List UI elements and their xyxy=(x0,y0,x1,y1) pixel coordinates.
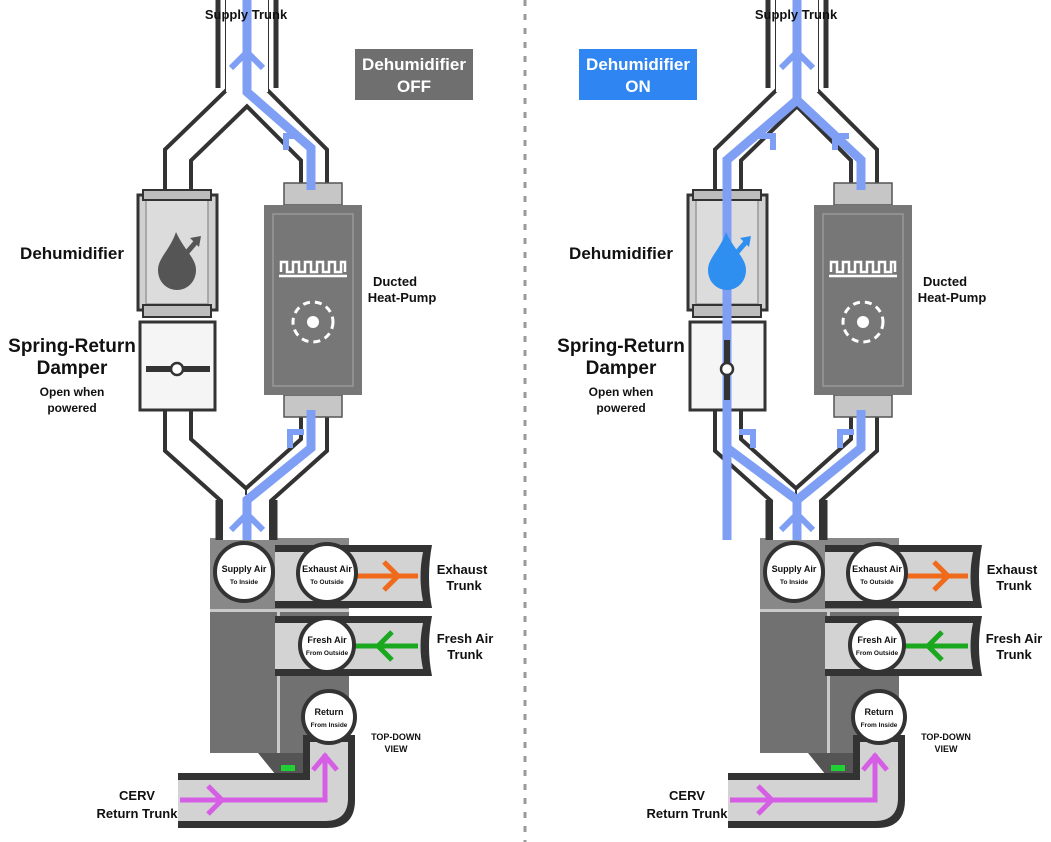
fresh-trunk-label-2: Trunk xyxy=(996,647,1032,662)
damper-note-2: powered xyxy=(47,401,96,415)
heatpump-label: Ducted xyxy=(923,274,967,289)
exhaust-air-port: Exhaust Air To Outside xyxy=(296,542,358,604)
cerv-label: CERV xyxy=(669,788,705,803)
damper-note: Open when xyxy=(40,385,105,399)
exhaust-air-port: Exhaust Air To Outside xyxy=(846,542,908,604)
fresh-trunk-label: Fresh Air xyxy=(986,631,1043,646)
exhaust-trunk-label-2: Trunk xyxy=(996,578,1032,593)
heatpump-label-2: Heat-Pump xyxy=(368,290,437,305)
status-badge-off: Dehumidifier OFF xyxy=(355,49,473,100)
return-airflow-arrow xyxy=(730,752,889,816)
fresh-air-port-label: Fresh Air xyxy=(307,635,347,645)
svg-text:ON: ON xyxy=(625,77,651,96)
exhaust-air-port-sublabel: To Outside xyxy=(860,579,894,586)
svg-text:Dehumidifier: Dehumidifier xyxy=(362,55,466,74)
fresh-air-port-sublabel: From Outside xyxy=(306,650,349,657)
exhaust-air-port-label: Exhaust Air xyxy=(302,564,352,574)
supply-trunk-label: Supply Trunk xyxy=(205,7,288,22)
return-air-port: Return From Inside xyxy=(301,689,357,745)
fresh-air-port: Fresh Air From Outside xyxy=(848,616,906,674)
supply-air-port-label: Supply Air xyxy=(772,564,817,574)
damper-label: Spring-Return xyxy=(557,336,685,357)
return-air-port-label: Return xyxy=(865,707,894,717)
dehumidifier-label: Dehumidifier xyxy=(20,244,124,263)
svg-text:Dehumidifier: Dehumidifier xyxy=(586,55,690,74)
fresh-air-arrow xyxy=(350,630,418,662)
fresh-air-arrow xyxy=(900,630,968,662)
damper-label: Spring-Return xyxy=(8,336,136,357)
heatpump-label: Ducted xyxy=(373,274,417,289)
cerv-label-2: Return Trunk xyxy=(647,806,729,821)
fresh-air-port-sublabel: From Outside xyxy=(856,650,899,657)
droplet-icon xyxy=(158,232,201,290)
svg-text:OFF: OFF xyxy=(397,77,431,96)
damper-blade-open xyxy=(719,340,735,400)
dehumidifier-label: Dehumidifier xyxy=(569,244,673,263)
supply-air-port-sublabel: To Inside xyxy=(230,579,258,586)
damper-note-2: powered xyxy=(596,401,645,415)
fresh-trunk-label: Fresh Air xyxy=(437,631,494,646)
return-air-port-sublabel: From Inside xyxy=(861,722,898,729)
supply-airflow-path xyxy=(242,0,316,540)
supply-arrow-heads xyxy=(228,47,304,533)
fresh-trunk-label-2: Trunk xyxy=(447,647,483,662)
exhaust-arrow xyxy=(350,560,418,592)
panel-dehumidifier-off: Supply Air To Inside Exhaust Air To Outs… xyxy=(8,0,493,828)
fresh-air-port: Fresh Air From Outside xyxy=(298,616,356,674)
return-air-port: Return From Inside xyxy=(851,689,907,745)
exhaust-trunk-label: Exhaust xyxy=(987,562,1038,577)
view-label: TOP-DOWN xyxy=(371,732,421,742)
exhaust-arrow xyxy=(900,560,968,592)
supply-trunk-label: Supply Trunk xyxy=(755,7,838,22)
heatpump-label-2: Heat-Pump xyxy=(918,290,987,305)
exhaust-air-port-sublabel: To Outside xyxy=(310,579,344,586)
status-badge-on: Dehumidifier ON xyxy=(579,49,697,100)
view-label-2: VIEW xyxy=(384,744,408,754)
exhaust-air-port-label: Exhaust Air xyxy=(852,564,902,574)
view-label-2: VIEW xyxy=(934,744,958,754)
damper-note: Open when xyxy=(589,385,654,399)
exhaust-trunk-label-2: Trunk xyxy=(446,578,482,593)
supply-arrow-heads xyxy=(739,47,854,533)
exhaust-trunk-label: Exhaust xyxy=(437,562,488,577)
return-airflow-arrow xyxy=(180,752,339,816)
supply-air-port: Supply Air To Inside xyxy=(213,541,275,603)
supply-air-port: Supply Air To Inside xyxy=(763,541,825,603)
cerv-label: CERV xyxy=(119,788,155,803)
damper-label-2: Damper xyxy=(586,358,657,379)
view-label: TOP-DOWN xyxy=(921,732,971,742)
damper-blade-closed xyxy=(146,361,210,377)
damper-label-2: Damper xyxy=(37,358,108,379)
return-air-port-label: Return xyxy=(315,707,344,717)
fresh-air-port-label: Fresh Air xyxy=(857,635,897,645)
droplet-icon xyxy=(708,232,751,290)
supply-air-port-label: Supply Air xyxy=(222,564,267,574)
cerv-label-2: Return Trunk xyxy=(97,806,179,821)
supply-air-port-sublabel: To Inside xyxy=(780,579,808,586)
panel-dehumidifier-on: Supply Air To Inside Exhaust Air To Outs… xyxy=(557,0,1042,828)
return-air-port-sublabel: From Inside xyxy=(311,722,348,729)
